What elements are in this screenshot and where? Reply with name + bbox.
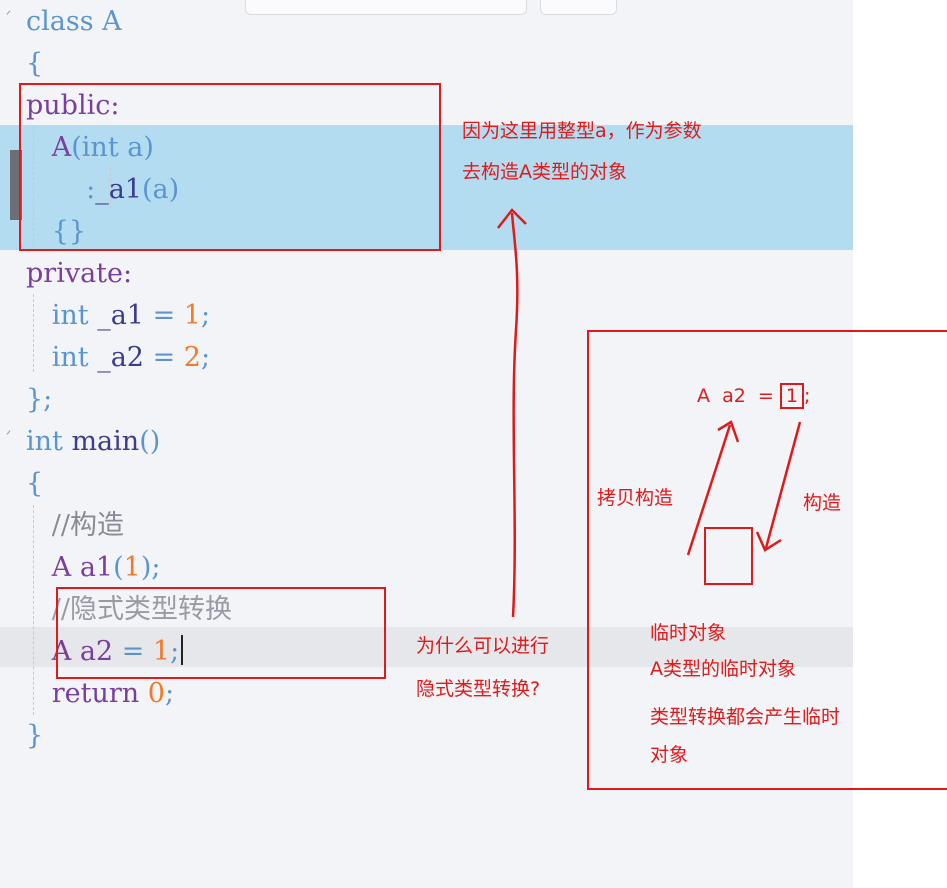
- code-line-main-open[interactable]: {: [26, 464, 43, 504]
- diagram-expression: A a2 = 1;: [697, 383, 811, 409]
- code-token: ): [168, 174, 180, 205]
- code-token: {: [26, 48, 44, 79]
- tab-strip-left: [245, 0, 527, 15]
- question-line1: 为什么可以进行: [416, 635, 550, 657]
- temp-note-line3: 类型转换都会产生临时: [650, 706, 841, 728]
- temp-note-line4: 对象: [650, 744, 689, 766]
- code-line-member-a1[interactable]: int _a1 = 1;: [26, 296, 210, 336]
- code-token: A: [26, 132, 72, 163]
- code-token: }: [26, 720, 44, 751]
- current-line-highlight: [0, 627, 853, 667]
- question-line2: 隐式类型转换?: [416, 678, 541, 700]
- ctor-note-line2: 去构造A类型的对象: [462, 161, 627, 183]
- code-line-class-a-decl[interactable]: class A: [26, 2, 122, 42]
- code-token: 1: [175, 300, 201, 331]
- indent-guide: [110, 168, 111, 208]
- code-line-private-label[interactable]: private:: [26, 254, 132, 294]
- code-token: //构造: [26, 510, 124, 541]
- indent-guide: [33, 126, 34, 246]
- question-arrow-head: [497, 208, 527, 229]
- code-line-class-close[interactable]: };: [26, 380, 52, 420]
- code-token: int: [26, 342, 89, 373]
- code-line-main-decl[interactable]: int main(): [26, 422, 160, 462]
- code-line-comment-construct[interactable]: //构造: [26, 506, 124, 546]
- code-token: _a1: [88, 300, 153, 331]
- code-token: =: [152, 342, 176, 373]
- code-token: };: [26, 384, 53, 415]
- question-arrow-line: [510, 212, 519, 618]
- code-token: =: [152, 300, 176, 331]
- construct-label: 构造: [803, 492, 842, 514]
- code-token: (): [139, 426, 161, 457]
- code-line-ctor-sig[interactable]: A(int a): [26, 128, 154, 168]
- code-token: :: [26, 174, 96, 205]
- indent-guide: [33, 505, 34, 715]
- code-token: );: [140, 552, 161, 583]
- code-token: ;: [200, 300, 211, 331]
- code-token: private:: [26, 258, 133, 289]
- code-token: //隐式类型转换: [26, 594, 232, 625]
- code-line-stmt-return[interactable]: return 0;: [26, 674, 174, 714]
- code-token: ): [143, 132, 154, 163]
- code-token: A a1: [26, 552, 114, 583]
- temp-note-line2: A类型的临时对象: [650, 658, 796, 680]
- code-token: 1: [123, 552, 141, 583]
- ctor-highlight-box: [19, 83, 441, 251]
- code-token: ;: [164, 678, 175, 709]
- code-line-open-brace[interactable]: {: [26, 44, 43, 84]
- code-token: a: [152, 174, 169, 205]
- ctor-note-line1: 因为这里用整型a，作为参数: [462, 120, 702, 142]
- code-line-stmt-a1[interactable]: A a1(1);: [26, 548, 161, 588]
- construct-arrow-head: [755, 531, 782, 552]
- value-one-box: 1: [779, 383, 804, 409]
- code-token: main: [62, 426, 140, 457]
- code-token: {}: [26, 216, 87, 247]
- code-token: 2: [175, 342, 201, 373]
- code-token: ;: [200, 342, 211, 373]
- code-token: _a2: [88, 342, 153, 373]
- code-token: public:: [26, 90, 120, 121]
- code-line-comment-implicit[interactable]: //隐式类型转换: [26, 590, 232, 630]
- implicit-conversion-box: [56, 587, 386, 679]
- code-line-main-close[interactable]: }: [26, 716, 43, 756]
- temp-note-line1: 临时对象: [650, 622, 727, 644]
- code-token: (: [71, 132, 82, 163]
- code-token: ;: [170, 636, 180, 667]
- construct-arrow-line: [764, 421, 802, 549]
- code-token: 1: [144, 636, 171, 667]
- code-token: (: [113, 552, 124, 583]
- code-token: class A: [26, 6, 122, 37]
- tab-strip-right: [540, 0, 617, 15]
- temp-object-box: [704, 527, 753, 585]
- code-token: a: [118, 132, 144, 163]
- copy-arrow-head: [717, 420, 740, 443]
- code-line-ctor-body[interactable]: {}: [26, 212, 86, 252]
- code-line-member-a2[interactable]: int _a2 = 2;: [26, 338, 210, 378]
- code-token: 0: [139, 678, 165, 709]
- code-line-ctor-init[interactable]: :_a1(a): [26, 170, 179, 210]
- copy-arrow-line: [686, 424, 732, 556]
- code-token: {: [26, 468, 44, 499]
- copy-construct-label: 拷贝构造: [597, 487, 674, 509]
- code-editor[interactable]: class A{public: A(int a) :_a1(a) {}priva…: [0, 0, 853, 888]
- code-token: int: [26, 426, 63, 457]
- code-token: (: [141, 174, 153, 205]
- explanation-panel: [587, 330, 947, 790]
- code-token: int: [26, 300, 89, 331]
- code-token: return: [26, 678, 140, 709]
- indent-guide: [33, 294, 34, 372]
- code-token: =: [121, 636, 145, 667]
- code-token: int: [81, 132, 119, 163]
- selection-highlight: [0, 125, 853, 250]
- text-caret: [181, 635, 184, 665]
- code-line-public-label[interactable]: public:: [26, 86, 119, 126]
- code-token: _a1: [95, 174, 142, 205]
